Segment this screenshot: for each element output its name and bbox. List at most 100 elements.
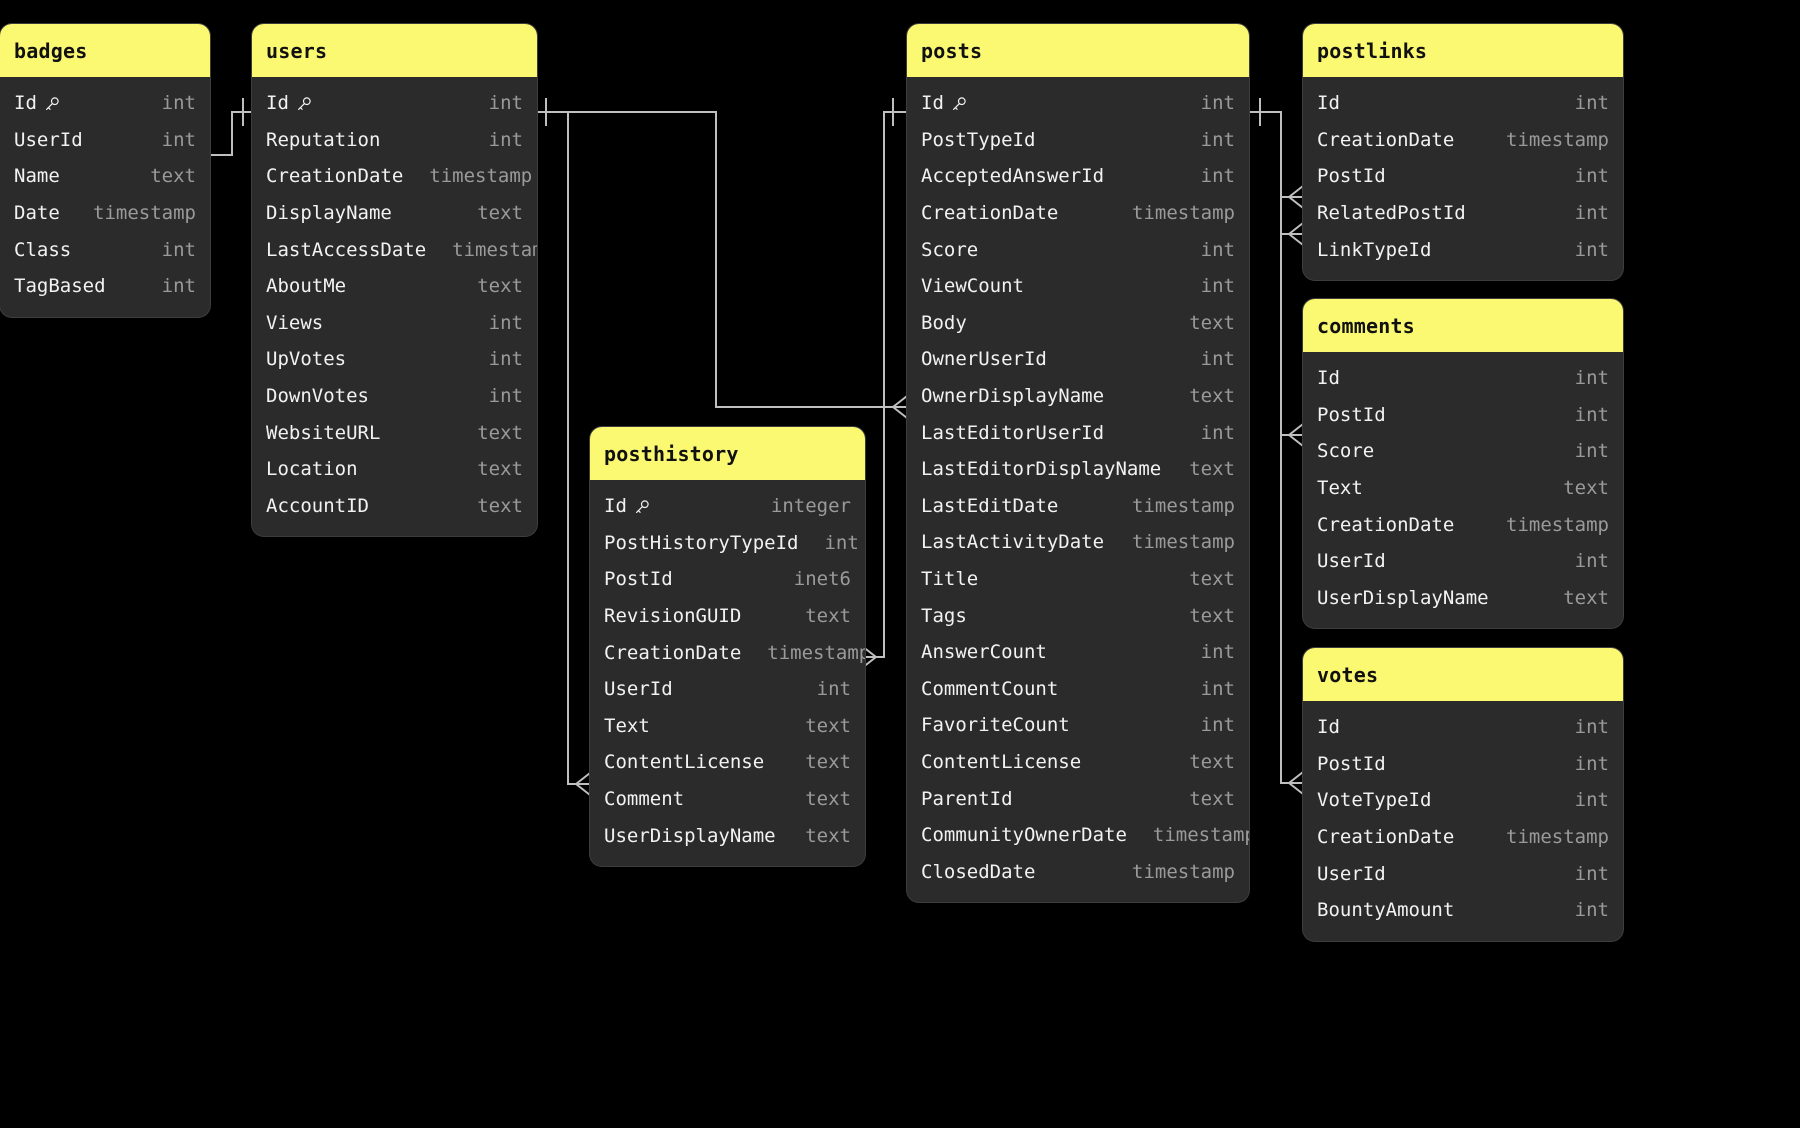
field-row[interactable]: Body text <box>907 305 1249 342</box>
field-type: text <box>1189 604 1235 627</box>
field-name: Id <box>14 92 61 114</box>
field-type: int <box>488 92 523 115</box>
field-type: text <box>477 421 523 444</box>
field-type: text <box>805 714 851 737</box>
field-type: timestamp <box>429 165 533 188</box>
field-type: int <box>1574 165 1609 188</box>
field-name: UserId <box>14 128 83 151</box>
field-name: TagBased <box>14 275 106 298</box>
field-type: int <box>1200 677 1235 700</box>
field-row[interactable]: TagBased int <box>0 268 210 305</box>
field-type: timestamp <box>1132 531 1235 554</box>
field-name: Name <box>14 165 60 188</box>
field-row[interactable]: LastAccessDatetimestamp <box>252 231 537 268</box>
field-type: timestamp <box>452 238 537 261</box>
field-name: Body <box>921 311 967 334</box>
field-type: text <box>1563 586 1609 609</box>
field-name: PostId <box>1317 403 1386 426</box>
field-type: int <box>161 275 196 298</box>
field-type: text <box>1189 311 1235 334</box>
field-name: ParentId <box>921 787 1013 810</box>
field-name: CreationDate <box>1317 513 1455 536</box>
field-type: int <box>488 128 523 151</box>
field-name: AboutMe <box>266 275 347 298</box>
